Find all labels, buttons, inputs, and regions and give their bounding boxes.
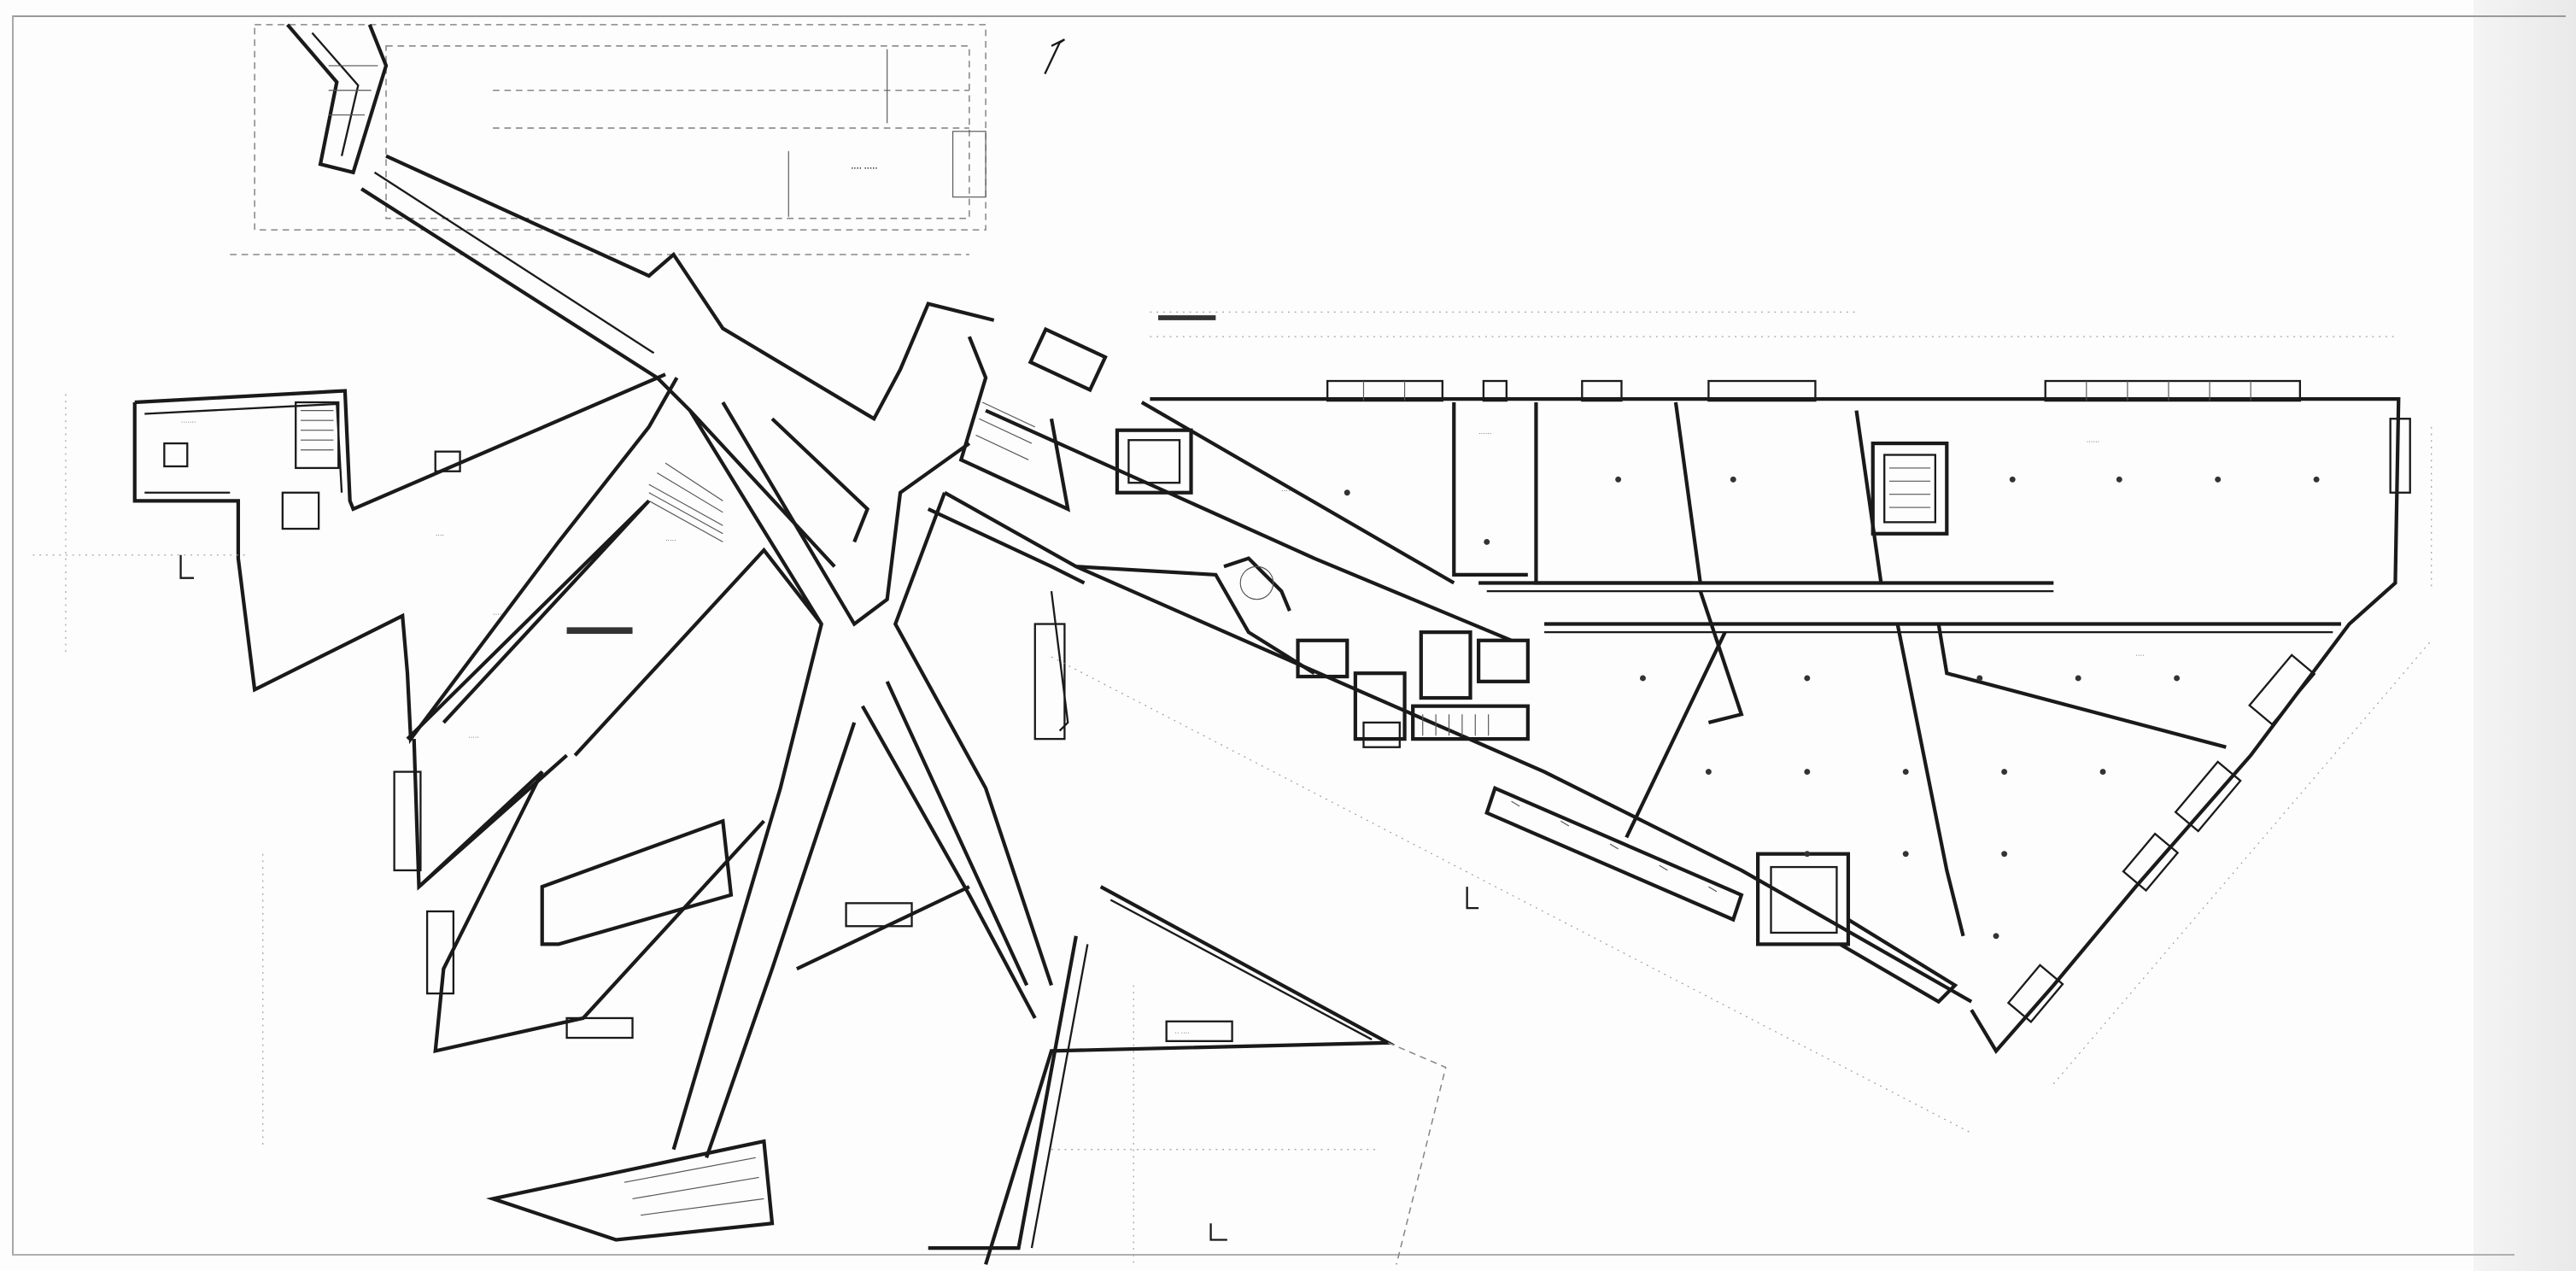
column-grid: [1344, 476, 2320, 940]
central-axis-walls: [485, 401, 1086, 1242]
room-label: ······: [1281, 487, 1294, 495]
room-label: ·······: [181, 418, 196, 425]
frame-border-top: [12, 15, 2566, 17]
left-wing: [132, 372, 679, 745]
room-label: ·· ····: [1174, 1028, 1190, 1036]
connector-stair: [286, 23, 389, 175]
north-arrow-icon: [1209, 1223, 1227, 1241]
page-edge-shadow: [2474, 0, 2576, 1271]
existing-building-outline: ···· ·····: [230, 24, 986, 255]
room-label: ·····: [468, 733, 479, 741]
garden-building: [928, 885, 1447, 1265]
annotations: ······· ···· ····· ····· ····· ······ ··…: [181, 315, 2145, 1036]
room-label: ·····: [493, 610, 504, 618]
frame-border-bottom: [12, 1254, 2515, 1256]
room-label: ····: [2136, 651, 2145, 659]
room-label: ······: [2087, 437, 2099, 445]
lower-right-corridor: [943, 408, 1973, 1004]
room-label: ····: [436, 531, 444, 539]
room-label: ···· ·····: [851, 164, 877, 173]
right-wing: [1140, 379, 2411, 1054]
main-corridor-walls: [360, 154, 995, 568]
dimension-lines: [32, 311, 2433, 1150]
room-label: ·····: [665, 536, 676, 543]
room-label: ······: [1478, 429, 1491, 436]
stair-center: [958, 326, 1193, 512]
north-arrow-icon: [1466, 887, 1479, 910]
north-arrow-icon: [1044, 38, 1066, 75]
frame-border-left: [12, 15, 14, 1254]
north-arrow-icon: [179, 554, 194, 579]
sawtooth-walls: [393, 450, 823, 1054]
